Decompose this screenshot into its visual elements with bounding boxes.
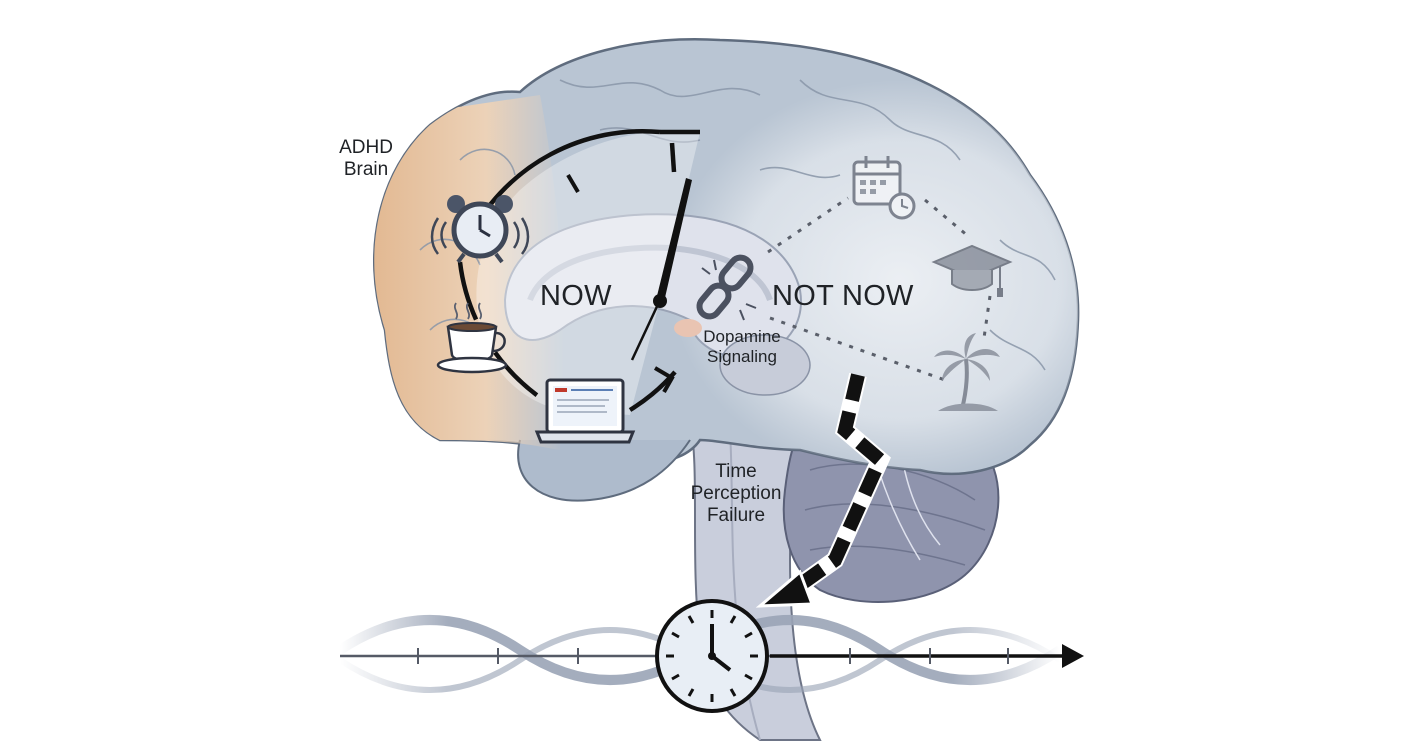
clock-pivot (653, 294, 667, 308)
time-perception-failure-text: Time Perception Failure (690, 461, 782, 526)
alarm-clock-icon (430, 195, 530, 264)
adhd-brain-text: ADHD Brain (339, 137, 393, 180)
falling-arrow (755, 372, 891, 608)
broken-chain-icon (696, 254, 757, 321)
clock-hand-long (656, 178, 692, 302)
not-now-label: NOT NOW (772, 280, 914, 312)
dopamine-signaling-text: Dopamine Signaling (703, 327, 781, 366)
palm-tree-icon (934, 333, 1000, 411)
now-time-window (457, 129, 700, 415)
clock-icon (655, 599, 769, 713)
now-label: NOW (540, 280, 612, 312)
graduation-cap-icon (931, 244, 1013, 297)
coffee-cup-icon (436, 302, 508, 374)
calendar-clock-icon (852, 156, 916, 220)
laptop-icon (534, 378, 636, 444)
not-now-connections (767, 196, 992, 382)
time-perception-failure-label: Time Perception Failure (680, 461, 792, 527)
frontal-lobe-highlight (374, 95, 564, 450)
adhd-brain-label: ADHD Brain (326, 137, 406, 181)
dopamine-signaling-label: Dopamine Signaling (696, 327, 788, 367)
